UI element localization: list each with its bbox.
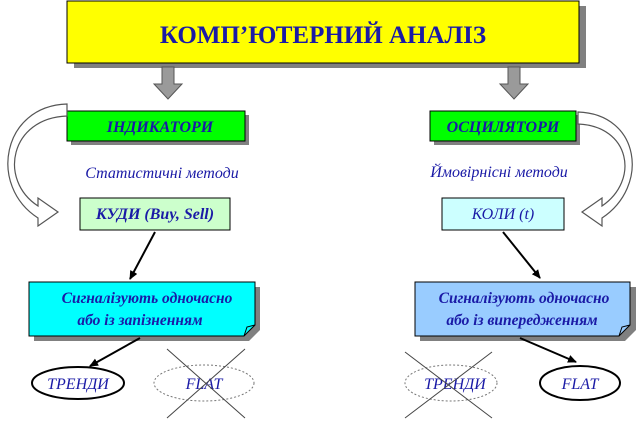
page-title: КОМП’ЮТЕРНИЙ АНАЛІЗ — [160, 21, 486, 49]
left-method-label: Статистичні методи — [85, 165, 238, 182]
left-signal-line1: Сигналізують одночасно — [62, 290, 233, 307]
right-question-box — [441, 197, 565, 231]
right-signal-line2: або із випередженням — [446, 312, 598, 329]
title-box — [66, 0, 580, 64]
left-signal-line2: або із запізненням — [77, 312, 203, 329]
left-result-crossed-label: FLAT — [185, 376, 224, 393]
left-result-crossed-ellipse — [153, 364, 255, 402]
left-cross-icon — [166, 348, 246, 419]
arrow-left-signal-to-trend — [89, 337, 141, 367]
right-cross-icon — [404, 351, 493, 419]
left-result-active-ellipse — [31, 366, 125, 400]
left-header-label: ІНДИКАТОРИ — [106, 119, 214, 136]
down-arrow-right-icon — [498, 66, 530, 100]
right-result-active-ellipse — [539, 365, 621, 401]
left-question-label: КУДИ (Buy, Sell) — [95, 206, 214, 223]
right-signal-fold — [618, 324, 631, 337]
arrow-right-signal-to-flat — [519, 337, 577, 363]
right-question-label: КОЛИ (t) — [471, 206, 535, 223]
right-result-crossed-label: ТРЕНДИ — [424, 376, 487, 393]
left-question-box — [79, 197, 231, 231]
right-header-label: ОСЦИЛЯТОРИ — [447, 119, 560, 136]
arrow-left-question-to-signal — [129, 231, 156, 280]
curved-arrow-right-icon — [577, 111, 633, 228]
down-arrow-left-icon — [152, 66, 184, 100]
right-method-label: Ймовірнісні методи — [429, 162, 568, 181]
right-header-box — [429, 110, 577, 142]
left-result-active-label: ТРЕНДИ — [47, 376, 110, 393]
left-signal-note — [28, 281, 256, 337]
right-result-active-label: FLAT — [561, 376, 600, 393]
right-signal-note — [414, 281, 631, 337]
arrow-right-question-to-signal — [502, 231, 541, 279]
curved-arrow-left-icon — [7, 103, 68, 228]
right-signal-line1: Сигналізують одночасно — [439, 290, 610, 307]
left-signal-fold — [243, 324, 256, 337]
right-result-crossed-ellipse — [404, 364, 498, 402]
left-header-box — [66, 110, 246, 142]
